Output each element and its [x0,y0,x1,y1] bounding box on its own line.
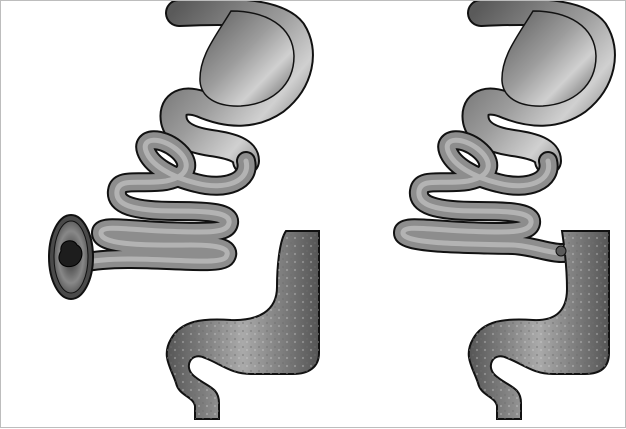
small-intestine [403,140,585,253]
stomach [173,12,299,161]
small-intestine [83,140,247,263]
panel-after [403,11,609,419]
colon [167,231,319,419]
colon [469,231,609,419]
stoma [49,215,93,299]
stomach [475,12,601,161]
panel-before [49,11,319,419]
anastomosis [556,246,566,256]
